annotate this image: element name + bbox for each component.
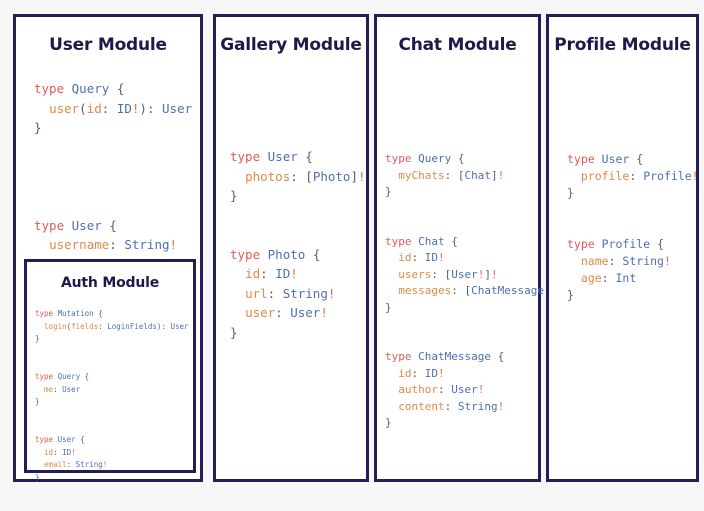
panel-profile-module[interactable]: Profile Module type User { profile: Prof… [546, 14, 699, 482]
code-block-chat-module: type Query { myChats: [Chat]! } type Cha… [385, 152, 557, 429]
panel-title-chat-module: Chat Module [398, 35, 517, 55]
code-block-auth-module: type Mutation { login(fields: LoginField… [35, 309, 189, 482]
panel-title-profile-module: Profile Module [554, 35, 691, 55]
code-block-user-module: type Query { user(id: ID!): User } type … [34, 81, 193, 272]
panel-title-user-module: User Module [49, 35, 167, 55]
code-block-gallery-module: type User { photos: [Photo]! } type Phot… [230, 149, 366, 340]
panel-title-gallery-module: Gallery Module [220, 35, 362, 55]
code-block-profile-module: type User { profile: Profile! } type Pro… [567, 152, 699, 302]
panel-title-auth-module: Auth Module [61, 275, 159, 291]
panel-chat-module[interactable]: Chat Module type Query { myChats: [Chat]… [374, 14, 557, 482]
panel-gallery-module[interactable]: Gallery Module type User { photos: [Phot… [213, 14, 369, 482]
panel-user-module[interactable]: User Module type Query { user(id: ID!): … [13, 14, 203, 482]
panel-auth-module[interactable]: Auth Module type Mutation { login(fields… [24, 259, 196, 482]
